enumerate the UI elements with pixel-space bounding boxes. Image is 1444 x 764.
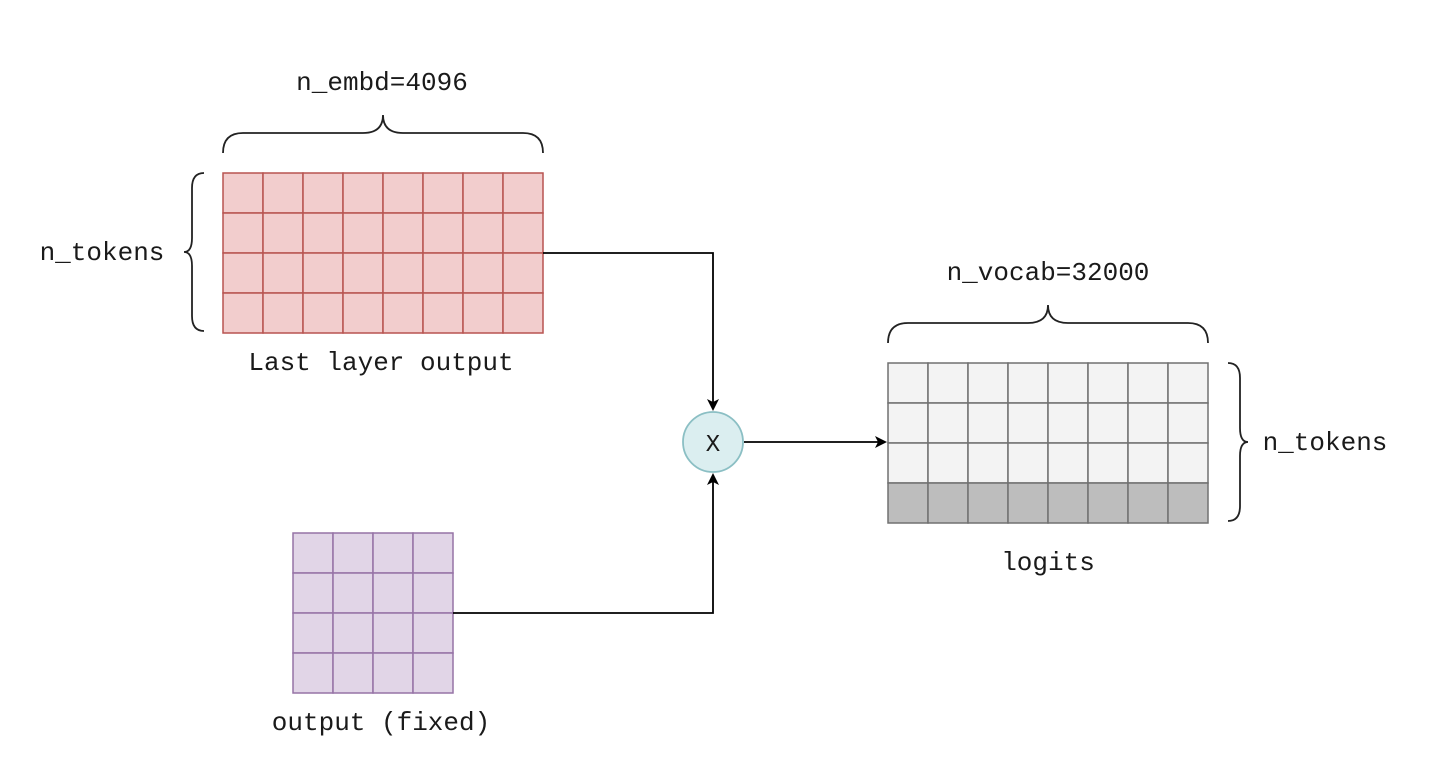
matrix-cell <box>1087 402 1129 444</box>
matrix-cell <box>1047 362 1089 404</box>
output-fixed-label: output (fixed) <box>272 708 490 738</box>
matrix-cell <box>292 572 334 614</box>
matrix-cell <box>222 212 264 254</box>
matrix-cell <box>1127 402 1169 444</box>
matrix-cell <box>502 212 544 254</box>
matrix-cell <box>967 402 1009 444</box>
matrix-cell <box>1047 402 1089 444</box>
last-layer-to-multiply-arrow <box>543 252 719 411</box>
matrix-cell <box>372 652 414 694</box>
matrix-cell <box>372 532 414 574</box>
matrix-cell <box>412 532 454 574</box>
logits-matrix <box>887 362 1209 524</box>
matrix-cell <box>502 252 544 294</box>
matrix-cell <box>292 532 334 574</box>
logits-label: logits <box>1001 548 1095 578</box>
matrix-cell <box>927 442 969 484</box>
matrix-cell <box>302 172 344 214</box>
matrix-cell <box>887 482 929 524</box>
matrix-cell <box>412 612 454 654</box>
matrix-cell <box>887 442 929 484</box>
matrix-cell <box>927 482 969 524</box>
matrix-cell <box>1167 442 1209 484</box>
last-layer-output-matrix <box>222 172 544 334</box>
matrix-cell <box>342 252 384 294</box>
n-tokens-left-label: n_tokens <box>40 238 165 268</box>
n-embd-brace <box>222 114 544 154</box>
matrix-cell <box>502 172 544 214</box>
matrix-cell <box>462 292 504 334</box>
matrix-cell <box>292 652 334 694</box>
matrix-cell <box>1127 442 1169 484</box>
matrix-cell <box>372 612 414 654</box>
matrix-cell <box>222 252 264 294</box>
matrix-cell <box>927 362 969 404</box>
matrix-cell <box>222 172 264 214</box>
matrix-cell <box>1007 362 1049 404</box>
matrix-cell <box>967 362 1009 404</box>
matrix-cell <box>382 292 424 334</box>
matrix-cell <box>422 172 464 214</box>
output-fixed-matrix <box>292 532 454 694</box>
matrix-cell <box>382 212 424 254</box>
matrix-cell <box>412 572 454 614</box>
matrix-cell <box>1007 442 1049 484</box>
matrix-cell <box>1087 442 1129 484</box>
n-vocab-label: n_vocab=32000 <box>947 258 1150 288</box>
matrix-cell <box>1007 402 1049 444</box>
matrix-cell <box>1007 482 1049 524</box>
matrix-cell <box>262 292 304 334</box>
matrix-cell <box>262 212 304 254</box>
matrix-cell <box>302 252 344 294</box>
matrix-cell <box>1167 362 1209 404</box>
matrix-cell <box>302 292 344 334</box>
matrix-cell <box>412 652 454 694</box>
matrix-cell <box>887 362 929 404</box>
matrix-cell <box>382 252 424 294</box>
matrix-cell <box>222 292 264 334</box>
matrix-cell <box>332 532 374 574</box>
n-embd-label: n_embd=4096 <box>296 68 468 98</box>
n-tokens-right-label: n_tokens <box>1263 428 1388 458</box>
last-layer-output-label: Last layer output <box>248 348 513 378</box>
multiply-symbol: X <box>706 432 720 459</box>
matrix-cell <box>462 252 504 294</box>
matrix-cell <box>342 292 384 334</box>
n-tokens-left-brace <box>183 172 205 332</box>
output-fixed-to-multiply-arrow <box>453 473 719 614</box>
matrix-cell <box>342 212 384 254</box>
matrix-cell <box>1167 482 1209 524</box>
matrix-cell <box>382 172 424 214</box>
matrix-cell <box>332 612 374 654</box>
multiply-node <box>682 411 744 473</box>
n-tokens-right-brace <box>1227 362 1249 522</box>
matrix-cell <box>302 212 344 254</box>
matrix-cell <box>332 572 374 614</box>
matrix-cell <box>1087 482 1129 524</box>
matrix-cell <box>372 572 414 614</box>
matrix-cell <box>1127 482 1169 524</box>
matrix-cell <box>462 172 504 214</box>
matrix-cell <box>1127 362 1169 404</box>
matrix-cell <box>262 172 304 214</box>
matrix-cell <box>927 402 969 444</box>
matrix-cell <box>502 292 544 334</box>
matrix-cell <box>1087 362 1129 404</box>
matrix-cell <box>967 442 1009 484</box>
matrix-cell <box>1047 442 1089 484</box>
matrix-cell <box>342 172 384 214</box>
matrix-cell <box>967 482 1009 524</box>
matrix-cell <box>262 252 304 294</box>
n-vocab-brace <box>887 304 1209 344</box>
matrix-cell <box>292 612 334 654</box>
matrix-cell <box>1167 402 1209 444</box>
matrix-cell <box>462 212 504 254</box>
matrix-cell <box>1047 482 1089 524</box>
matrix-cell <box>887 402 929 444</box>
matrix-cell <box>422 212 464 254</box>
matrix-cell <box>332 652 374 694</box>
matrix-cell <box>422 292 464 334</box>
matrix-cell <box>422 252 464 294</box>
